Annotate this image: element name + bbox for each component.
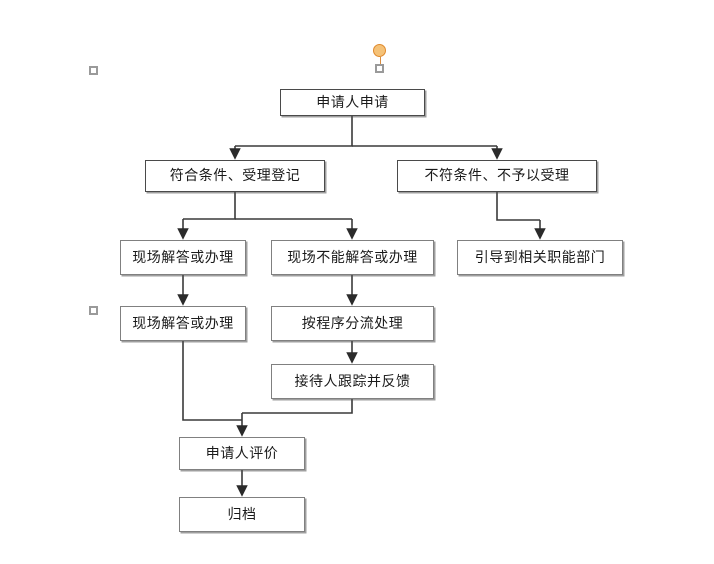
node-label: 符合条件、受理登记: [169, 168, 301, 184]
edge-n9-to-merge: [242, 399, 353, 414]
node-label: 现场解答或办理: [132, 249, 234, 266]
start-handle-dot[interactable]: [373, 44, 386, 57]
node-label: 现场不能解答或办理: [287, 249, 418, 266]
start-handle-stem: [380, 57, 381, 66]
node-procedural-distribution[interactable]: 按程序分流处理: [271, 306, 434, 341]
edge-n7-to-merge: [182, 341, 242, 421]
node-label: 申请人申请: [316, 94, 389, 111]
rotation-handle-square[interactable]: [375, 64, 384, 73]
node-label: 不符条件、不予以受理: [424, 168, 570, 184]
node-label: 现场解答或办理: [132, 315, 234, 332]
node-ineligible-not-accepted[interactable]: 不符条件、不予以受理: [397, 160, 597, 192]
node-applicant-evaluation[interactable]: 申请人评价: [179, 437, 305, 470]
node-guide-to-relevant-department[interactable]: 引导到相关职能部门: [457, 240, 623, 275]
node-receptionist-followup-feedback[interactable]: 接待人跟踪并反馈: [271, 364, 434, 399]
edge-n2-split: [183, 192, 236, 220]
edge-n1-split: [235, 116, 353, 147]
node-onsite-answer-or-handle-1[interactable]: 现场解答或办理: [120, 240, 246, 275]
node-onsite-cannot-answer-or-handle[interactable]: 现场不能解答或办理: [271, 240, 434, 275]
node-label: 接待人跟踪并反馈: [294, 373, 411, 390]
node-archive[interactable]: 归档: [179, 497, 305, 532]
selection-handle-top[interactable]: [89, 66, 98, 75]
node-label: 申请人评价: [205, 445, 279, 462]
node-onsite-answer-or-handle-2[interactable]: 现场解答或办理: [120, 306, 246, 341]
node-label: 归档: [227, 506, 257, 523]
node-eligible-accept-register[interactable]: 符合条件、受理登记: [145, 160, 325, 192]
selection-handle-mid[interactable]: [89, 306, 98, 315]
edge-n3-to-n6-elbow: [496, 192, 540, 221]
node-applicant-application[interactable]: 申请人申请: [280, 89, 425, 116]
node-label: 引导到相关职能部门: [474, 249, 606, 266]
node-label: 按程序分流处理: [301, 315, 404, 332]
